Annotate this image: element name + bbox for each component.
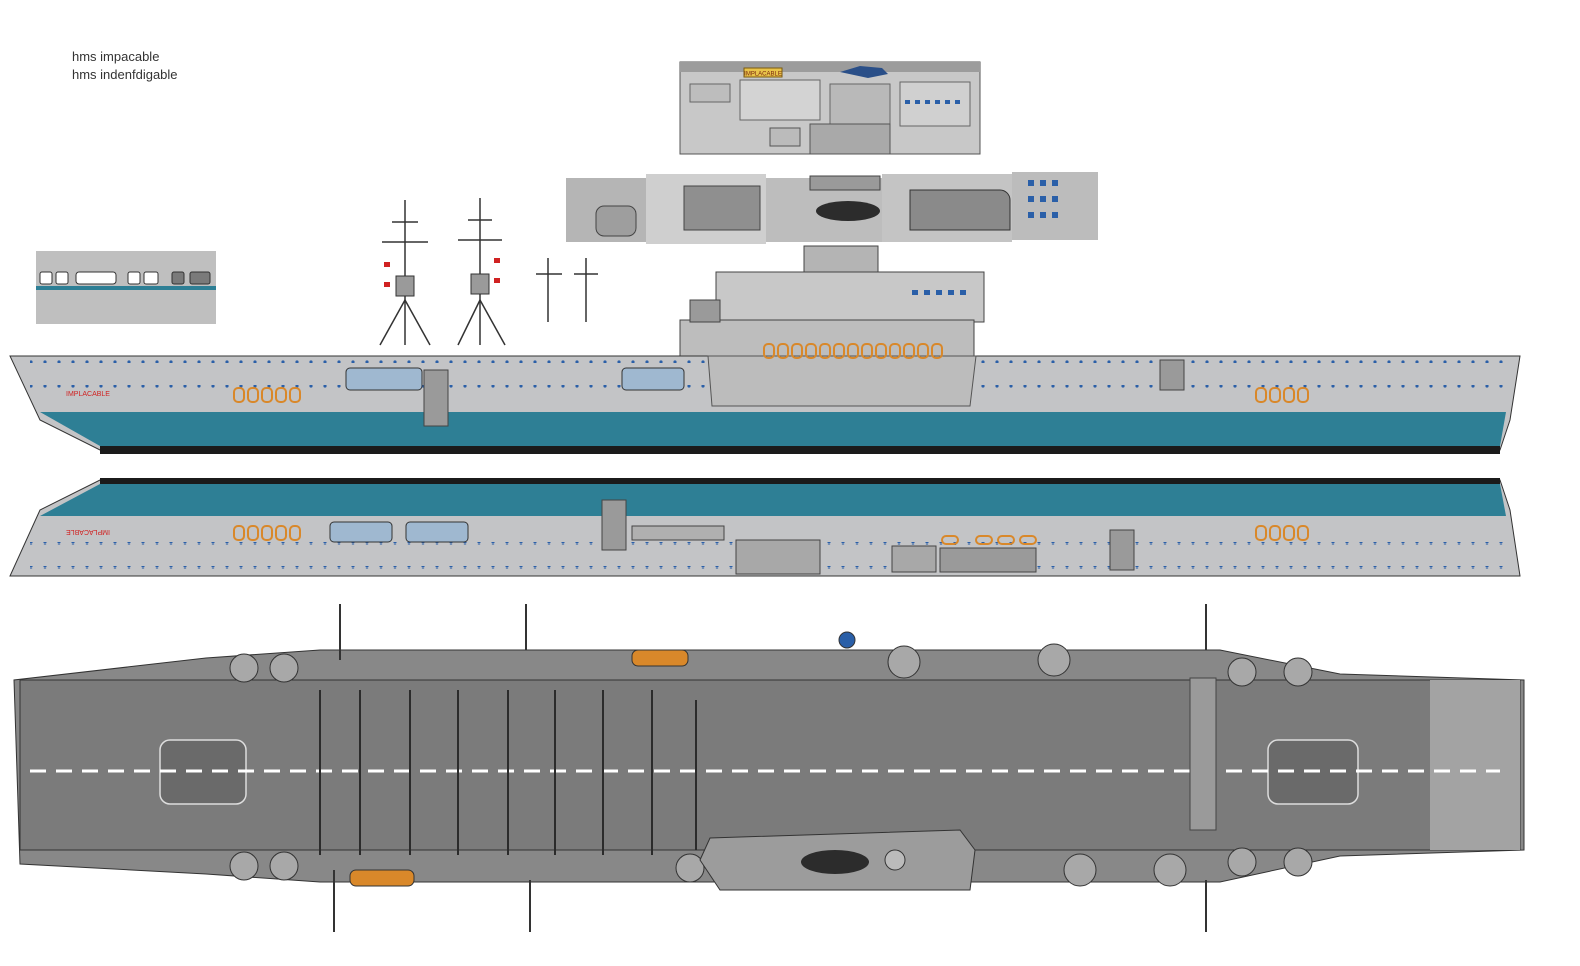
life-rafts-profile-fwd (233, 387, 301, 403)
aircraft-icon (840, 66, 888, 78)
island-superstructure (679, 245, 985, 357)
barrier-icon (1189, 677, 1217, 831)
caption-ship-name-2: hms indenfdigable (72, 67, 178, 82)
boat-detail-inset (36, 251, 216, 324)
profile-hull-port: IMPLACABLE (9, 355, 1521, 454)
life-rafts-profile-aft (1255, 387, 1309, 403)
life-rafts-island (763, 343, 943, 359)
lift-icon (423, 369, 449, 427)
window-rows-icon (1028, 180, 1058, 218)
arrester-wires (319, 690, 697, 855)
mast-platform-fwd (395, 275, 415, 297)
life-rafts-starboard-aft (1255, 525, 1309, 541)
boat-recess-icon (621, 367, 685, 391)
island-nameplate-icon (743, 67, 783, 78)
boat-recess-icon (329, 521, 393, 543)
mast-platform-aft (470, 273, 490, 295)
boats-plan (349, 649, 689, 887)
masts (379, 198, 598, 346)
boat-icon (816, 201, 880, 221)
radar-dish-icon (838, 631, 856, 649)
lift-icon (601, 499, 627, 551)
gun-sponsons-plan (229, 643, 1313, 887)
island-director-icon (689, 299, 721, 323)
life-rafts-starboard-mid (941, 535, 1037, 545)
gun-turret-icon (595, 205, 637, 237)
detail-panels-strip (566, 172, 1098, 244)
funnel-icon (801, 850, 869, 874)
boat-recess-icon (405, 521, 469, 543)
island-nameplate-text: IMPLACABLE (744, 72, 782, 78)
island-detail-inset: IMPLACABLE (679, 61, 981, 155)
island-plan (699, 829, 976, 891)
director-icon (884, 849, 906, 871)
hull-name-starboard: IMPLACABLE (66, 528, 110, 535)
profile-hull-starboard: IMPLACABLE (9, 478, 1521, 577)
aerial-masts-plan (333, 604, 1207, 932)
caption-ship-name-1: hms impacable (72, 49, 160, 64)
life-rafts-starboard-fwd (233, 525, 301, 541)
boat-recess-icon (345, 367, 423, 391)
signal-flags-icon (384, 258, 500, 287)
hull-name-port: IMPLACABLE (66, 391, 110, 398)
